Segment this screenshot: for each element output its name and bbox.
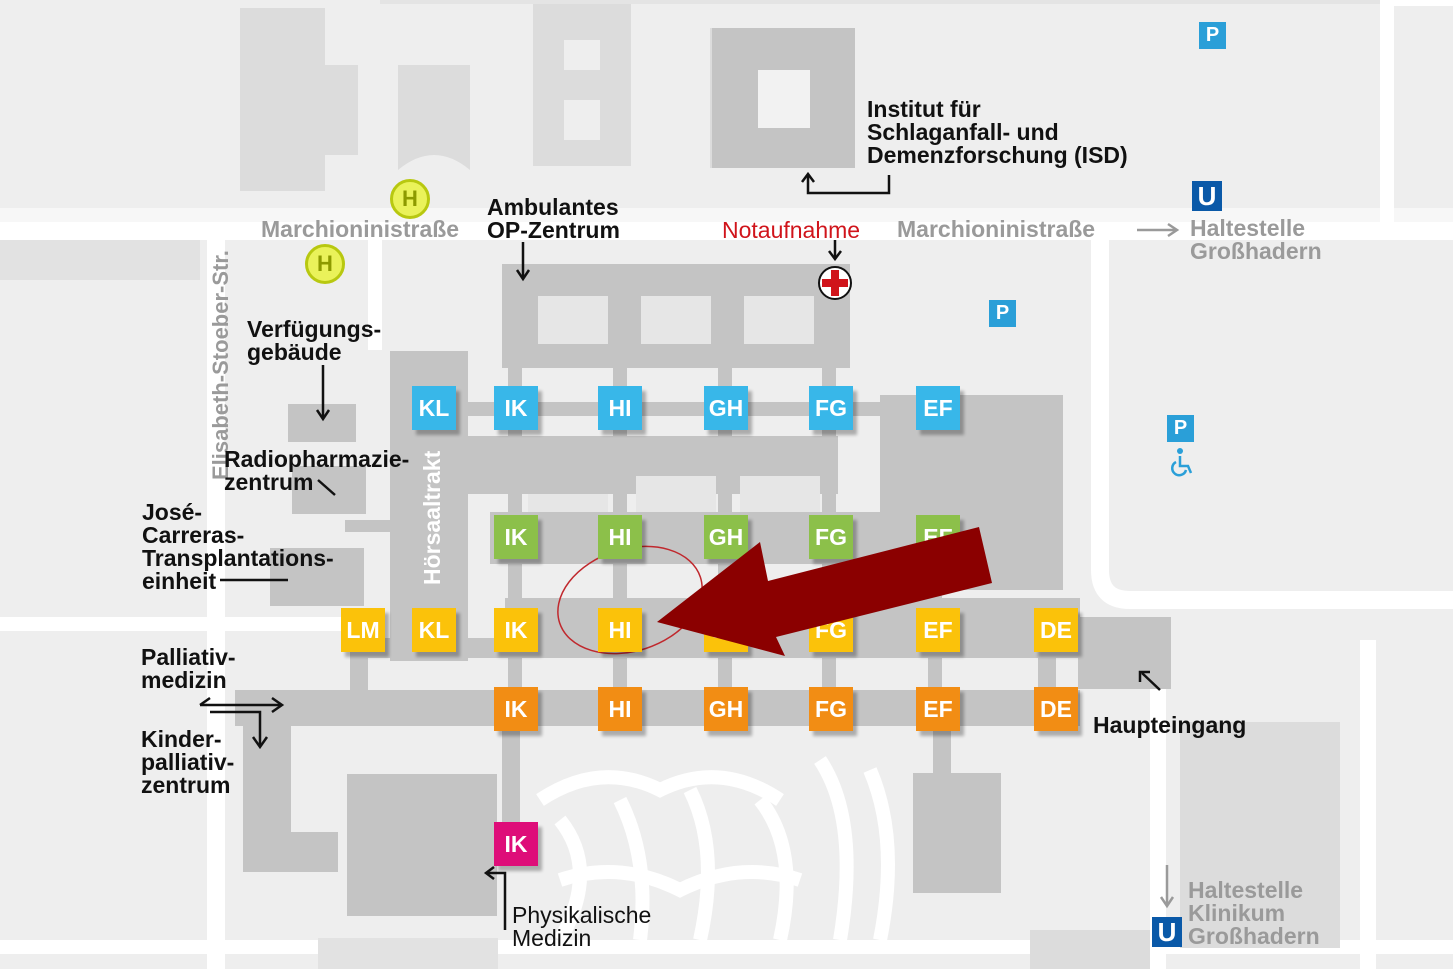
parking-icon: P <box>1167 415 1194 442</box>
radiopharmazie-label: Radiopharmazie- zentrum <box>224 446 410 495</box>
inner-courtyards <box>528 296 820 512</box>
tag-orange-fg[interactable]: FG <box>809 687 853 731</box>
tag-magenta-ik[interactable]: IK <box>494 822 538 866</box>
tag-yellow-lm[interactable]: LM <box>341 608 385 652</box>
kinderpalliativ-label: Kinder- palliativ- zentrum <box>141 726 235 798</box>
physikalische-label: Physikalische Medizin <box>512 902 652 951</box>
tag-yellow-ef[interactable]: EF <box>916 608 960 652</box>
notaufnahme-label: Notaufnahme <box>722 217 861 243</box>
ambulant-op-label: Ambulantes OP-Zentrum <box>487 194 620 243</box>
tag-orange-ef[interactable]: EF <box>916 687 960 731</box>
palliativ-label: Palliativ- medizin <box>141 644 236 693</box>
tag-green-hi[interactable]: HI <box>598 515 642 559</box>
wheelchair-icon <box>1171 448 1193 477</box>
tag-blue-gh[interactable]: GH <box>704 386 748 430</box>
tag-orange-de[interactable]: DE <box>1034 687 1078 731</box>
parking-icon: P <box>989 300 1016 327</box>
bus-stop-icon: H <box>390 179 430 219</box>
isd-courtyard <box>758 70 810 128</box>
road-west <box>0 617 345 631</box>
road-northeast <box>1380 0 1394 222</box>
tag-yellow-gh[interactable]: GH <box>704 608 748 652</box>
subway-icon: U <box>1152 917 1182 947</box>
parking-icon: P <box>1199 22 1226 49</box>
tag-blue-ik[interactable]: IK <box>494 386 538 430</box>
bus-stop-icon: H <box>305 244 345 284</box>
tag-blue-fg[interactable]: FG <box>809 386 853 430</box>
isd-label: Institut für Schlaganfall- und Demenzfor… <box>867 96 1128 168</box>
tag-yellow-de[interactable]: DE <box>1034 608 1078 652</box>
jose-carreras-label: José- Carreras- Transplantations- einhei… <box>142 499 334 594</box>
courtyards-light <box>564 40 600 140</box>
tag-green-gh[interactable]: GH <box>704 515 748 559</box>
street-label-marchioninistrasse-east: Marchioninistraße <box>897 216 1096 242</box>
haltestelle-klinikum-label: Haltestelle Klinikum Großhadern <box>1188 877 1320 949</box>
tag-yellow-hi[interactable]: HI <box>598 608 642 652</box>
tag-blue-ef[interactable]: EF <box>916 386 960 430</box>
tag-orange-gh[interactable]: GH <box>704 687 748 731</box>
park-paths <box>536 756 895 944</box>
subway-icon: U <box>1192 181 1222 211</box>
road-northeast-top <box>1380 0 1453 6</box>
road-east-south <box>1150 640 1166 969</box>
tag-blue-kl[interactable]: KL <box>412 386 456 430</box>
tag-yellow-kl[interactable]: KL <box>412 608 456 652</box>
tag-yellow-fg[interactable]: FG <box>809 608 853 652</box>
tag-green-fg[interactable]: FG <box>809 515 853 559</box>
road-shoulder <box>0 208 1453 222</box>
tag-green-ef[interactable]: EF <box>916 515 960 559</box>
street-label-marchioninistrasse-west: Marchioninistraße <box>261 216 460 242</box>
tag-orange-hi[interactable]: HI <box>598 687 642 731</box>
emergency-cross-icon <box>818 266 852 300</box>
road-east-far <box>1360 640 1376 969</box>
tag-green-ik[interactable]: IK <box>494 515 538 559</box>
road-marchioninistrasse <box>0 222 1453 240</box>
road-elisabeth-stoeber <box>207 240 225 969</box>
road-connector <box>368 240 382 350</box>
haupteingang-label: Haupteingang <box>1093 712 1247 738</box>
road-east-loop <box>1091 240 1453 609</box>
tag-blue-hi[interactable]: HI <box>598 386 642 430</box>
grey-arrows <box>1137 222 1180 909</box>
tag-yellow-ik[interactable]: IK <box>494 608 538 652</box>
hoersaal-label: Hörsaaltrakt <box>419 450 445 585</box>
verfuegung-label: Verfügungs- gebäude <box>247 316 382 365</box>
tag-orange-ik[interactable]: IK <box>494 687 538 731</box>
leader-lines <box>199 171 1161 930</box>
haltestelle-grosshadern-label: Haltestelle Großhadern <box>1190 215 1322 264</box>
